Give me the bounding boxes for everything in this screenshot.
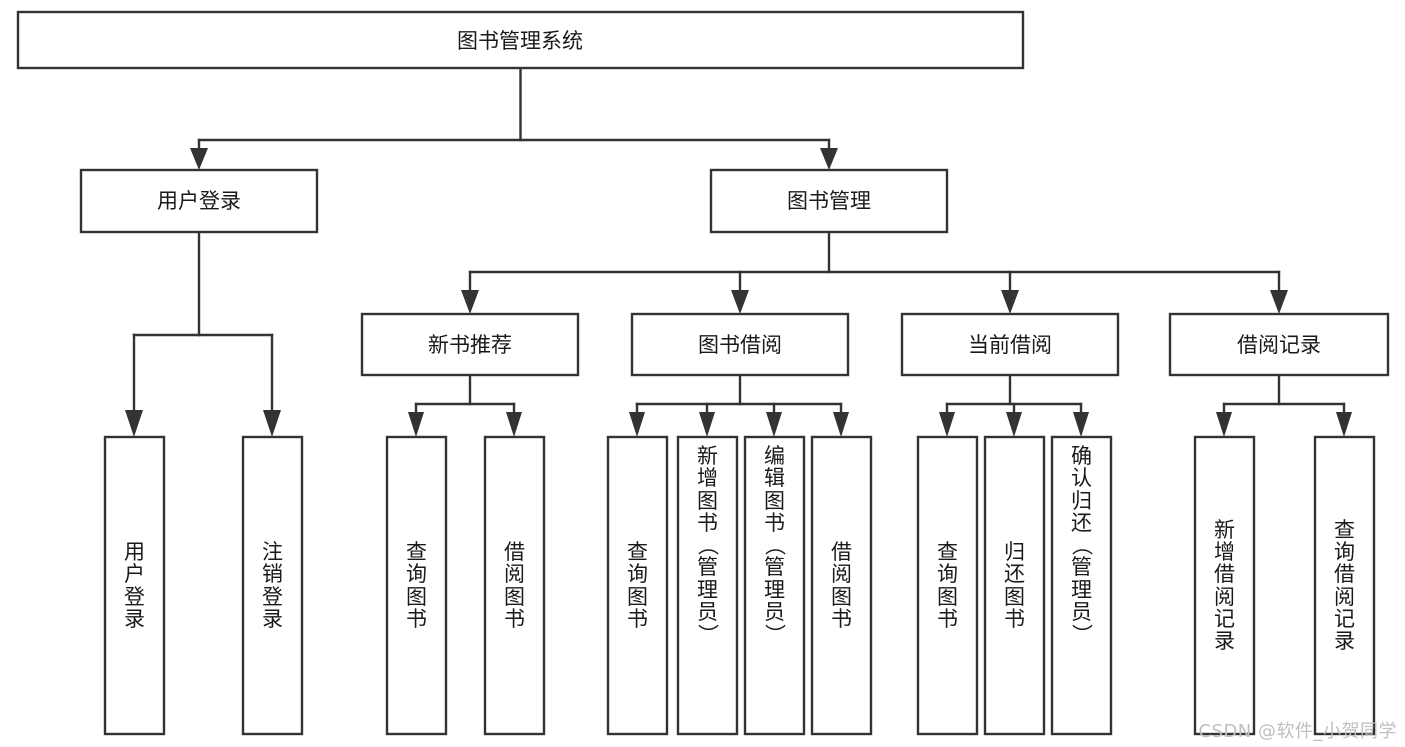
node-box-leaf-04[interactable] bbox=[483, 435, 546, 736]
node-box-leaf-08[interactable] bbox=[810, 435, 873, 736]
arrow-to-leaf-11 bbox=[1073, 412, 1089, 437]
node-box-leaf-13[interactable] bbox=[1313, 435, 1376, 736]
arrow-to-user-login bbox=[190, 148, 208, 170]
arrow-to-leaf-07 bbox=[766, 412, 782, 437]
node-box-leaf-12[interactable] bbox=[1193, 435, 1256, 736]
node-label-current-borrow: 当前借阅 bbox=[968, 333, 1052, 357]
arrow-to-leaf-01 bbox=[125, 410, 143, 437]
node-box-leaf-06[interactable] bbox=[676, 435, 739, 736]
node-box-user-login[interactable] bbox=[79, 168, 319, 234]
node-box-current-borrow[interactable] bbox=[900, 312, 1120, 377]
arrow-to-leaf-13 bbox=[1336, 412, 1352, 437]
node-box-leaf-09[interactable] bbox=[916, 435, 979, 736]
arrow-to-leaf-06 bbox=[699, 412, 715, 437]
node-box-leaf-05[interactable] bbox=[606, 435, 669, 736]
node-box-leaf-01[interactable] bbox=[103, 435, 166, 736]
node-box-new-book-rec[interactable] bbox=[360, 312, 580, 377]
arrow-to-leaf-02 bbox=[263, 410, 281, 437]
node-label-root: 图书管理系统 bbox=[457, 29, 583, 53]
arrow-to-book-borrow bbox=[731, 290, 749, 314]
node-box-book-borrow[interactable] bbox=[630, 312, 850, 377]
arrow-to-leaf-09 bbox=[939, 412, 955, 437]
arrow-to-book-manage bbox=[820, 148, 838, 170]
node-label-book-manage: 图书管理 bbox=[787, 189, 871, 213]
arrow-to-current-borrow bbox=[1001, 290, 1019, 314]
labels-layer: 图书管理系统 用户登录 图书管理 新书推荐 图书借阅 当前借阅 借阅记录 bbox=[157, 29, 1321, 357]
node-box-leaf-10[interactable] bbox=[983, 435, 1046, 736]
arrow-to-borrow-record bbox=[1270, 290, 1288, 314]
node-label-borrow-record: 借阅记录 bbox=[1237, 333, 1321, 357]
node-box-leaf-11[interactable] bbox=[1050, 435, 1113, 736]
node-box-root[interactable] bbox=[16, 10, 1025, 70]
node-box-book-manage[interactable] bbox=[709, 168, 949, 234]
edges-layer bbox=[125, 66, 1352, 437]
node-box-borrow-record[interactable] bbox=[1168, 312, 1390, 377]
nodes-layer bbox=[16, 10, 1390, 736]
node-label-user-login: 用户登录 bbox=[157, 189, 241, 213]
arrow-to-new-book-rec bbox=[461, 290, 479, 314]
arrow-to-leaf-05 bbox=[629, 412, 645, 437]
node-box-leaf-07[interactable] bbox=[743, 435, 806, 736]
arrow-to-leaf-08 bbox=[833, 412, 849, 437]
node-label-new-book-rec: 新书推荐 bbox=[428, 333, 512, 357]
node-box-leaf-03[interactable] bbox=[385, 435, 448, 736]
arrow-to-leaf-04 bbox=[506, 412, 522, 437]
node-box-leaf-02[interactable] bbox=[241, 435, 304, 736]
arrow-to-leaf-10 bbox=[1006, 412, 1022, 437]
arrow-to-leaf-12 bbox=[1216, 412, 1232, 437]
arrow-to-leaf-03 bbox=[408, 412, 424, 437]
node-label-book-borrow: 图书借阅 bbox=[698, 333, 782, 357]
